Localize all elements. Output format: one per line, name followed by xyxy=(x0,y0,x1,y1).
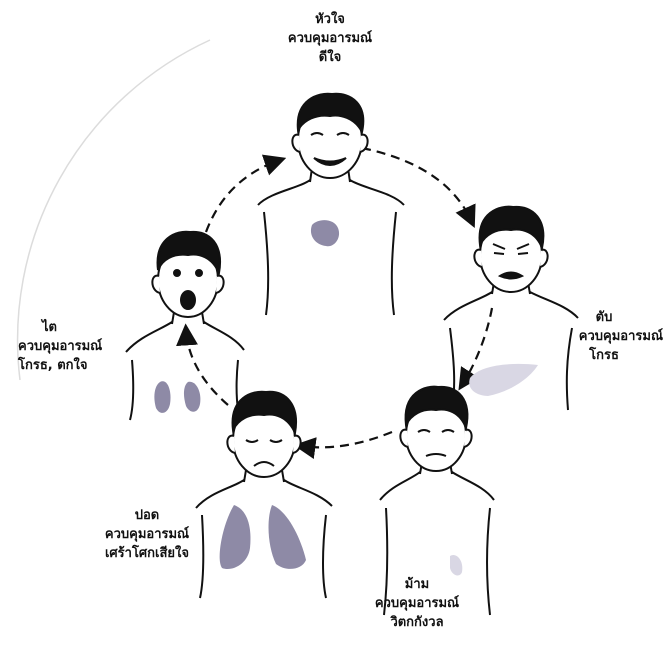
torso xyxy=(258,180,404,315)
ear-left xyxy=(152,276,160,293)
label-lung: ปอด ควบคุมอารมณ์ เศร้าโศกเสียใจ xyxy=(82,506,212,563)
control-text: ควบคุมอารมณ์ xyxy=(82,525,212,544)
ear-left xyxy=(292,135,300,152)
ear-left xyxy=(474,250,482,267)
ear-right xyxy=(216,276,224,293)
organ-name: ตับ xyxy=(545,308,663,327)
eye-left xyxy=(174,270,180,276)
figure-lung xyxy=(196,392,332,598)
emotion-text: เศร้าโศกเสียใจ xyxy=(82,544,212,563)
organ-name: ปอด xyxy=(82,506,212,525)
control-text: ควบคุมอารมณ์ xyxy=(545,327,663,346)
ear-right xyxy=(293,436,301,453)
arrow-kidney-to-heart xyxy=(206,160,280,232)
arrow-heart-to-liver xyxy=(362,148,472,222)
figure-kidney xyxy=(126,232,244,420)
organ-name: ไต xyxy=(18,318,128,337)
liver-organ xyxy=(469,364,538,396)
emotion-text: วิตกกังวล xyxy=(352,613,482,632)
ear-right xyxy=(540,250,548,267)
spleen-organ xyxy=(450,555,462,576)
eye-right xyxy=(518,253,528,254)
kidney-left-organ xyxy=(154,381,170,413)
arrow-spleen-to-lung xyxy=(300,432,392,447)
organ-name: หัวใจ xyxy=(270,10,390,29)
figure-heart xyxy=(258,94,404,315)
emotion-text: โกรธ, ตกใจ xyxy=(18,356,128,375)
label-spleen: ม้าม ควบคุมอารมณ์ วิตกกังวล xyxy=(352,575,482,632)
mouth xyxy=(500,273,522,279)
eye-right xyxy=(196,270,202,276)
label-liver: ตับ ควบคุมอารมณ์ โกรธ xyxy=(545,308,663,365)
label-kidney: ไต ควบคุมอารมณ์ โกรธ, ตกใจ xyxy=(18,318,128,375)
ear-left xyxy=(227,436,235,453)
torso xyxy=(196,480,332,598)
lung-left-organ xyxy=(220,505,251,569)
control-text: ควบคุมอารมณ์ xyxy=(18,337,128,356)
label-heart: หัวใจ ควบคุมอารมณ์ ดีใจ xyxy=(270,10,390,67)
ear-right xyxy=(464,430,472,447)
torso xyxy=(126,322,244,420)
emotion-text: ดีใจ xyxy=(270,48,390,67)
kidney-right-organ xyxy=(184,382,200,412)
control-text: ควบคุมอารมณ์ xyxy=(352,594,482,613)
mouth xyxy=(181,291,195,309)
eye-left xyxy=(494,253,504,254)
ear-left xyxy=(400,430,408,447)
heart-organ xyxy=(311,220,339,246)
control-text: ควบคุมอารมณ์ xyxy=(270,29,390,48)
emotion-text: โกรธ xyxy=(545,346,663,365)
organ-name: ม้าม xyxy=(352,575,482,594)
lung-right-organ xyxy=(269,505,306,569)
